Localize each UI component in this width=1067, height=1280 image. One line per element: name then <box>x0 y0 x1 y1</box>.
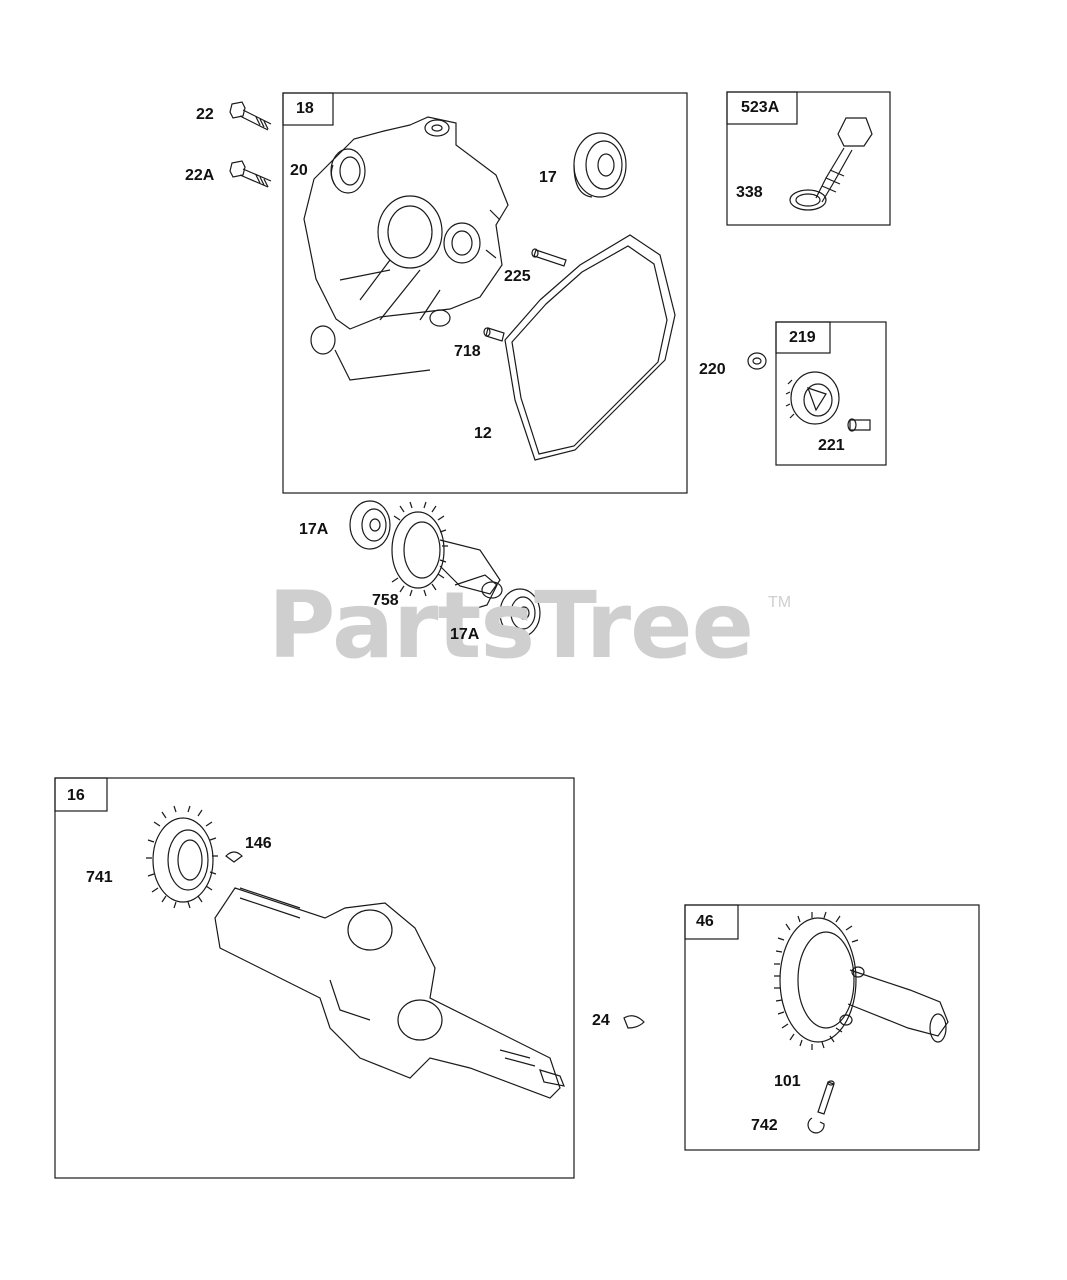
part-label-220[interactable]: 220 <box>699 361 726 378</box>
crank-gear-741-icon <box>146 805 218 909</box>
bearing-17-icon <box>573 132 627 198</box>
part-label-225[interactable]: 225 <box>504 268 531 285</box>
washer-220-icon <box>747 352 767 370</box>
group-label-18: 18 <box>296 100 314 117</box>
dowel-pin-225-icon <box>531 248 567 267</box>
bearing-17A-top-icon <box>349 500 391 550</box>
group-box-219 <box>775 321 887 466</box>
pin-101-icon <box>817 1080 835 1115</box>
part-label-17[interactable]: 17 <box>539 169 557 186</box>
bolt-22-icon <box>229 101 272 131</box>
part-label-758[interactable]: 758 <box>372 592 399 609</box>
group-box-46 <box>684 904 980 1151</box>
part-label-17A-bottom[interactable]: 17A <box>450 626 480 643</box>
clip-742-icon <box>807 1117 825 1134</box>
part-label-24[interactable]: 24 <box>592 1012 610 1029</box>
part-label-146[interactable]: 146 <box>245 835 272 852</box>
part-label-742[interactable]: 742 <box>751 1117 778 1134</box>
group-label-46: 46 <box>696 913 714 930</box>
part-label-741[interactable]: 741 <box>86 869 113 886</box>
crankcase-cover-18-icon <box>303 116 509 381</box>
part-label-20[interactable]: 20 <box>290 162 308 179</box>
gasket-12-icon <box>504 234 676 461</box>
parts-tree-watermark: PartsTree <box>268 572 754 679</box>
part-label-22A[interactable]: 22A <box>185 167 215 184</box>
group-label-523A: 523A <box>741 99 780 116</box>
trademark-symbol: TM <box>768 594 792 611</box>
governor-219-icon <box>785 371 871 432</box>
part-label-101[interactable]: 101 <box>774 1073 801 1090</box>
dowel-pin-718-icon <box>483 327 505 342</box>
group-box-16 <box>54 777 575 1179</box>
part-label-12[interactable]: 12 <box>474 425 492 442</box>
bearing-17A-bottom-icon <box>499 588 541 638</box>
group-box-18 <box>282 92 688 494</box>
key-24-icon <box>623 1015 645 1029</box>
part-label-221[interactable]: 221 <box>818 437 845 454</box>
crankshaft-16-icon <box>214 887 565 1099</box>
group-label-219: 219 <box>789 329 816 346</box>
oil-seal-20-icon <box>330 148 366 194</box>
crankshaft-gear-758-icon <box>391 501 503 612</box>
part-label-338[interactable]: 338 <box>736 184 763 201</box>
group-box-523A <box>726 91 891 226</box>
group-label-16: 16 <box>67 787 85 804</box>
part-label-22[interactable]: 22 <box>196 106 214 123</box>
part-label-718[interactable]: 718 <box>454 343 481 360</box>
part-label-17A-top[interactable]: 17A <box>299 521 329 538</box>
bolt-22A-icon <box>229 160 272 188</box>
dipstick-523A-icon <box>789 117 873 211</box>
camshaft-46-icon <box>774 911 949 1050</box>
key-146-icon <box>225 851 243 863</box>
